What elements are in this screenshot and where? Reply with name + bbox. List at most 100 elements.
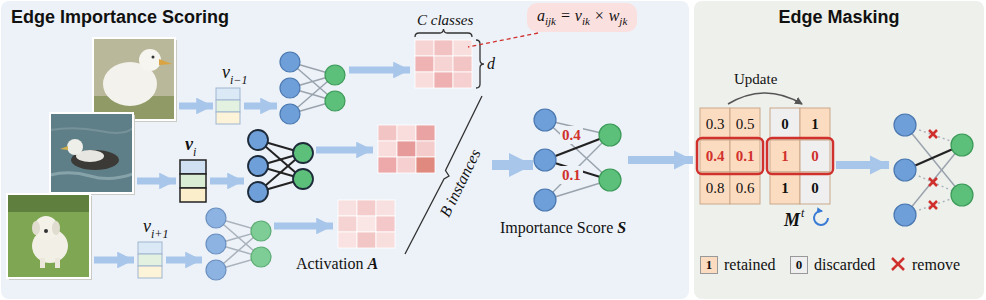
activation-matrix bbox=[357, 200, 376, 216]
feature-vector bbox=[216, 112, 240, 124]
flow-arrow bbox=[137, 178, 176, 185]
network bbox=[293, 143, 313, 163]
photo-bird bbox=[93, 38, 177, 122]
network bbox=[248, 130, 268, 150]
table-cell: 0.4 bbox=[700, 140, 730, 172]
step-label: Update bbox=[734, 70, 777, 88]
formula-term: × w bbox=[594, 7, 619, 24]
network bbox=[251, 221, 271, 241]
photo-bird bbox=[152, 56, 155, 59]
table-cell: 0.5 bbox=[730, 108, 760, 140]
activation-matrix bbox=[376, 216, 395, 232]
score-matrix bbox=[800, 140, 830, 172]
remove-mark bbox=[892, 258, 904, 270]
flow-arrow bbox=[179, 103, 213, 110]
photo-duck bbox=[50, 113, 133, 193]
score-matrix bbox=[700, 172, 730, 204]
importance-network bbox=[534, 109, 621, 211]
table-cell: 1 bbox=[770, 140, 800, 172]
network bbox=[206, 208, 226, 228]
masked-network bbox=[951, 134, 973, 156]
row-highlight bbox=[767, 138, 833, 174]
swatch-digit: 1 bbox=[700, 256, 718, 274]
callout-box: aijk= vik× wjk bbox=[527, 3, 637, 32]
activation-matrix bbox=[416, 157, 435, 173]
score-matrix bbox=[700, 108, 830, 204]
masked-network bbox=[929, 178, 937, 186]
network bbox=[248, 156, 268, 176]
symbol: A bbox=[368, 254, 379, 273]
photo-dog bbox=[52, 221, 60, 235]
photo-dog bbox=[40, 258, 45, 268]
photo-dog bbox=[55, 258, 60, 268]
network bbox=[280, 52, 300, 72]
network bbox=[280, 78, 300, 98]
photo-duck bbox=[50, 113, 133, 193]
flow-arrow bbox=[166, 257, 202, 264]
flow-arrow bbox=[492, 160, 533, 170]
photo-dog bbox=[7, 194, 90, 278]
row-highlight bbox=[697, 138, 833, 174]
vector-name: v bbox=[222, 62, 230, 84]
masked-network bbox=[929, 178, 937, 186]
importance-network bbox=[534, 109, 556, 211]
symbol: M bbox=[784, 210, 800, 232]
network bbox=[206, 234, 226, 254]
formula-term: a bbox=[537, 7, 545, 24]
vector-name: v bbox=[185, 134, 193, 156]
network bbox=[325, 65, 345, 85]
masked-network bbox=[905, 125, 962, 195]
formula-term: = v bbox=[560, 7, 582, 24]
panel-ground bbox=[1, 1, 689, 299]
network bbox=[293, 169, 313, 189]
flow-arrow bbox=[316, 147, 373, 154]
activation-matrix bbox=[416, 125, 435, 141]
photo-dog bbox=[44, 229, 48, 233]
superscript: t bbox=[801, 206, 804, 220]
activation-matrix bbox=[415, 72, 434, 88]
legend-text: discarded bbox=[814, 255, 875, 274]
flow-arrow bbox=[836, 161, 889, 169]
network bbox=[206, 52, 345, 280]
network bbox=[325, 65, 345, 111]
activation-matrix bbox=[376, 232, 395, 248]
activation-matrix bbox=[434, 72, 453, 88]
network bbox=[251, 221, 271, 267]
brace bbox=[405, 29, 484, 254]
score-matrix bbox=[730, 140, 760, 172]
masked-network bbox=[929, 201, 937, 209]
network bbox=[248, 182, 268, 202]
importance-network bbox=[599, 124, 621, 191]
photo-bird bbox=[159, 59, 172, 65]
photo-bird bbox=[93, 38, 175, 120]
activation-matrix bbox=[338, 200, 357, 216]
dimension-label: C classes bbox=[417, 11, 473, 29]
weight-value: 0.1 bbox=[560, 166, 583, 184]
table-cell: 0 bbox=[800, 140, 830, 172]
panel-title: Edge Masking bbox=[694, 7, 984, 28]
score-matrix bbox=[700, 140, 730, 172]
flow-arrow bbox=[244, 103, 277, 110]
flow-arrow bbox=[210, 178, 244, 185]
photo-dog bbox=[7, 194, 92, 280]
network bbox=[280, 52, 300, 124]
photo-dog bbox=[7, 194, 90, 278]
feature-vector bbox=[180, 188, 206, 202]
flow-arrow bbox=[628, 156, 693, 164]
feature-vector bbox=[138, 266, 162, 278]
table-cell: 0.1 bbox=[730, 140, 760, 172]
network bbox=[280, 104, 300, 124]
feature-vector bbox=[138, 242, 162, 254]
importance-network bbox=[534, 109, 556, 131]
score-matrix bbox=[770, 108, 800, 140]
brace bbox=[476, 40, 484, 88]
network bbox=[251, 247, 271, 267]
masked-network bbox=[929, 130, 937, 138]
masked-network bbox=[929, 130, 937, 209]
table-cell: 0.3 bbox=[700, 108, 730, 140]
remove-mark bbox=[892, 258, 904, 270]
activation-matrix bbox=[378, 157, 397, 173]
flow-arrow bbox=[274, 223, 333, 230]
activation-matrix bbox=[376, 200, 395, 216]
